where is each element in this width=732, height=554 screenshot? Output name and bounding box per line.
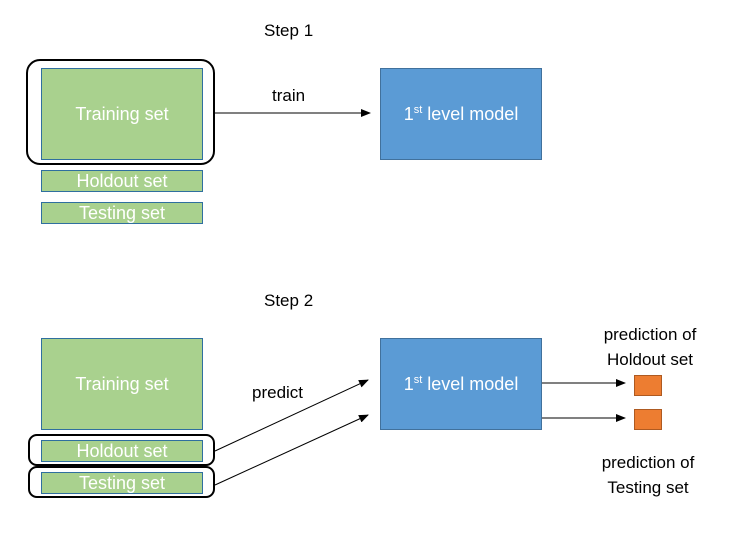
step1-title: Step 1: [264, 21, 314, 40]
step1-model-label: 1st level model: [403, 103, 519, 124]
step2-first-level-model: 1st level model: [380, 338, 542, 430]
prediction-holdout-box: [634, 375, 662, 396]
step1-holdout-set-label: Holdout set: [76, 170, 168, 191]
step1-train-label: train: [272, 86, 306, 105]
step1-testing-set-label: Testing set: [78, 202, 166, 223]
step2-model-label: 1st level model: [403, 373, 519, 394]
predict-holdout-arrow: [214, 379, 369, 452]
step2-predict-label: predict: [252, 383, 304, 402]
step2-title: Step 2: [264, 291, 314, 310]
prediction-testing-label: prediction of Testing set: [601, 453, 695, 497]
step1-training-set: Training set: [41, 68, 203, 160]
predict-testing-arrow: [214, 414, 369, 486]
step2-training-set: Training set: [41, 338, 203, 430]
step1-training-highlight: [26, 59, 215, 165]
step2-training-set-label: Training set: [75, 373, 169, 394]
step1-first-level-model: 1st level model: [380, 68, 542, 160]
step2-testing-set-label: Testing set: [78, 472, 166, 493]
prediction-testing-box: [634, 409, 662, 430]
step1-holdout-set: Holdout set: [41, 170, 203, 192]
step2-testing-set: Testing set: [41, 472, 203, 494]
prediction-holdout-label: prediction of Holdout set: [603, 325, 697, 369]
step2-holdout-set: Holdout set: [41, 440, 203, 462]
step1-training-set-label: Training set: [75, 103, 169, 124]
step2-testing-highlight: [28, 466, 215, 498]
step2-holdout-highlight: [28, 434, 215, 466]
step1-testing-set: Testing set: [41, 202, 203, 224]
step2-holdout-set-label: Holdout set: [76, 440, 168, 461]
